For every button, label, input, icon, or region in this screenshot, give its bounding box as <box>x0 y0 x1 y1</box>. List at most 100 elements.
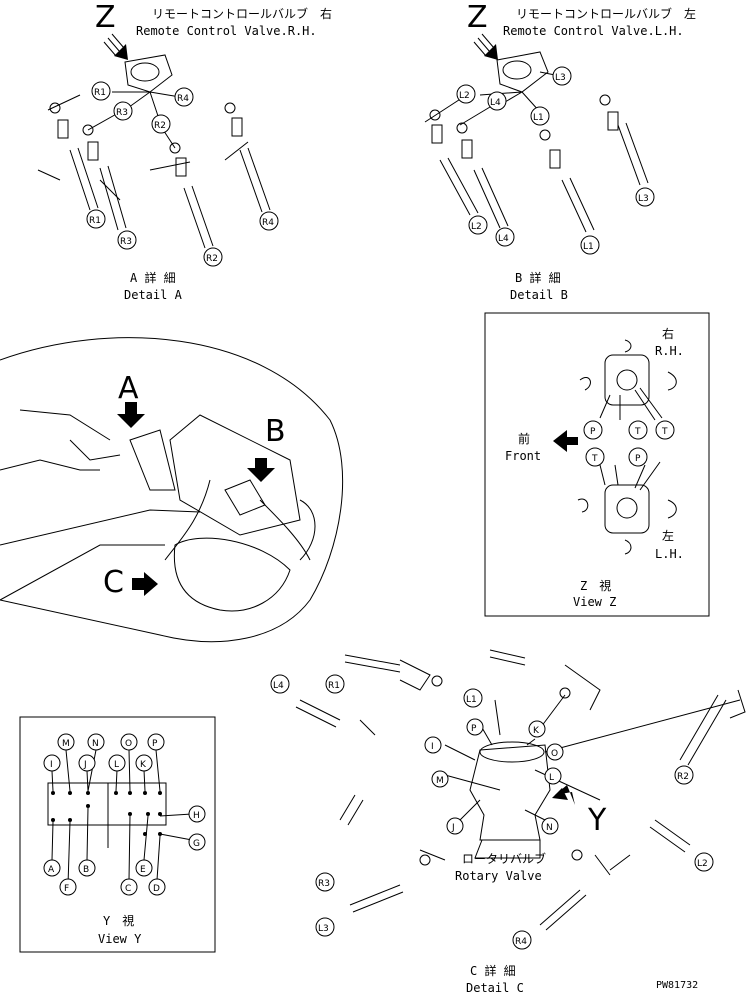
label-l4-c: L4 <box>273 681 284 691</box>
view-z-letter-rh: Z <box>95 0 116 35</box>
view-y-jp: Y 視 <box>103 913 134 928</box>
port-i: I <box>50 760 53 770</box>
label-l3-hose: L3 <box>638 194 649 204</box>
part-number: PW81732 <box>656 980 698 991</box>
port-m: M <box>62 739 70 749</box>
port-l: L <box>114 760 119 770</box>
label-r1: R1 <box>94 88 106 98</box>
view-z-frame <box>484 312 710 617</box>
rcv-lh-topview <box>604 484 650 534</box>
rcv-lh-title-jp: リモートコントロールバルブ 左 <box>516 6 696 21</box>
label-l2: L2 <box>459 91 470 101</box>
rh-port-labels: R1 R4 R3 R2 R1 R3 R2 R4 <box>86 81 279 267</box>
view-z-letter-lh: Z <box>467 0 488 35</box>
port-j: J <box>83 760 87 770</box>
label-l3: L3 <box>555 73 566 83</box>
label-r3-hose: R3 <box>120 237 132 247</box>
rcv-rh-title-jp: リモートコントロールバルブ 右 <box>152 6 332 21</box>
fittings-lh <box>429 94 619 169</box>
arrow-b <box>247 458 275 482</box>
hoses-rh <box>37 141 271 249</box>
port-n-c: N <box>546 823 553 833</box>
view-y-panel: M N O P I J L K H G A B E F C D Y 視 View… <box>19 716 216 953</box>
view-arrow-head <box>114 44 128 60</box>
front-en: Front <box>505 449 541 463</box>
rcv-rh-body <box>124 54 173 93</box>
arrow-c <box>132 572 158 596</box>
hoses-lh <box>439 122 649 233</box>
rcv-a-in-cab <box>129 429 176 491</box>
port-p-lh: P <box>635 454 641 464</box>
label-l4: L4 <box>490 98 501 108</box>
hoses-c <box>295 649 746 931</box>
detail-c-jp: C 詳 細 <box>470 963 516 978</box>
view-y-en: View Y <box>98 932 142 946</box>
cab-outline <box>0 337 344 643</box>
port-c: C <box>125 884 131 894</box>
detail-c-group: Y ロータリバルブ Rotary Valve R1 L4 L1 <box>270 649 746 995</box>
port-i-c: I <box>431 742 434 752</box>
label-r4-c: R4 <box>515 937 527 947</box>
rcv-lh-title-en: Remote Control Valve.L.H. <box>503 24 684 38</box>
view-arrow <box>103 33 125 57</box>
label-l2-c: L2 <box>697 859 708 869</box>
view-z-lh-en: L.H. <box>655 547 684 561</box>
view-z-en: View Z <box>573 595 616 609</box>
port-p-rh: P <box>590 427 596 437</box>
port-g: G <box>193 839 200 849</box>
rcv-rh-topview <box>604 354 650 406</box>
arrow-a <box>117 402 145 428</box>
port-l-c: L <box>549 773 554 783</box>
rcv-lh-group: Z リモートコントロールバルブ 左 Remote Control Valve.L… <box>424 0 696 302</box>
rotary-in-cab <box>173 537 291 612</box>
label-r3-c: R3 <box>318 879 330 889</box>
port-m-c: M <box>436 776 444 786</box>
port-j-c: J <box>451 823 455 833</box>
port-p: P <box>152 739 158 749</box>
port-t-rh: T <box>634 427 641 437</box>
port-p-c: P <box>471 724 477 734</box>
fittings-c <box>419 675 583 866</box>
detail-b-en: Detail B <box>510 288 568 302</box>
label-l2-hose: L2 <box>471 222 482 232</box>
detail-a-jp: A 詳 細 <box>130 270 176 285</box>
view-y-frame <box>19 716 216 953</box>
console <box>169 414 301 536</box>
port-o-c: O <box>551 749 558 759</box>
port-dots <box>51 791 162 836</box>
port-f: F <box>64 884 69 894</box>
rcv-rh-group: Z リモートコントロールバルブ 右 Remote Control Valve.R… <box>37 0 332 302</box>
view-y-labels: M N O P I J L K H G A B E F C D <box>43 733 206 896</box>
port-t-lh: T <box>591 454 598 464</box>
rcv-rh-knob <box>130 62 160 82</box>
view-y-letter: Y <box>587 803 607 838</box>
view-z-jp: Z 視 <box>580 578 611 593</box>
rotary-jp: ロータリバルブ <box>462 851 546 866</box>
port-e: E <box>140 865 146 875</box>
port-o: O <box>125 739 132 749</box>
label-l1-c: L1 <box>466 695 477 705</box>
view-z-panel: 右 R.H. P T T 前 Front T P 左 L.H. Z 視 View… <box>484 312 710 617</box>
detail-c-en: Detail C <box>466 981 524 995</box>
rotary-port-block <box>47 782 167 826</box>
label-r1-hose: R1 <box>89 216 101 226</box>
view-z-rh-en: R.H. <box>655 344 684 358</box>
detail-a-en: Detail A <box>124 288 183 302</box>
label-r2-hose: R2 <box>206 254 218 264</box>
label-r4-hose: R4 <box>262 218 274 228</box>
label-r1-c: R1 <box>328 681 340 691</box>
rotary-valve-body <box>469 744 551 841</box>
detail-b-jp: B 詳 細 <box>515 270 561 285</box>
port-n: N <box>92 739 99 749</box>
fittings-rh <box>49 102 243 177</box>
label-r4: R4 <box>177 94 189 104</box>
cab-overview: A B C <box>0 337 344 643</box>
view-z-rh-jp: 右 <box>662 326 674 341</box>
label-l1: L1 <box>533 113 544 123</box>
rotary-en: Rotary Valve <box>455 869 542 883</box>
front-arrow <box>553 430 578 452</box>
label-r2-c: R2 <box>677 772 689 782</box>
callout-a: A <box>118 371 139 406</box>
